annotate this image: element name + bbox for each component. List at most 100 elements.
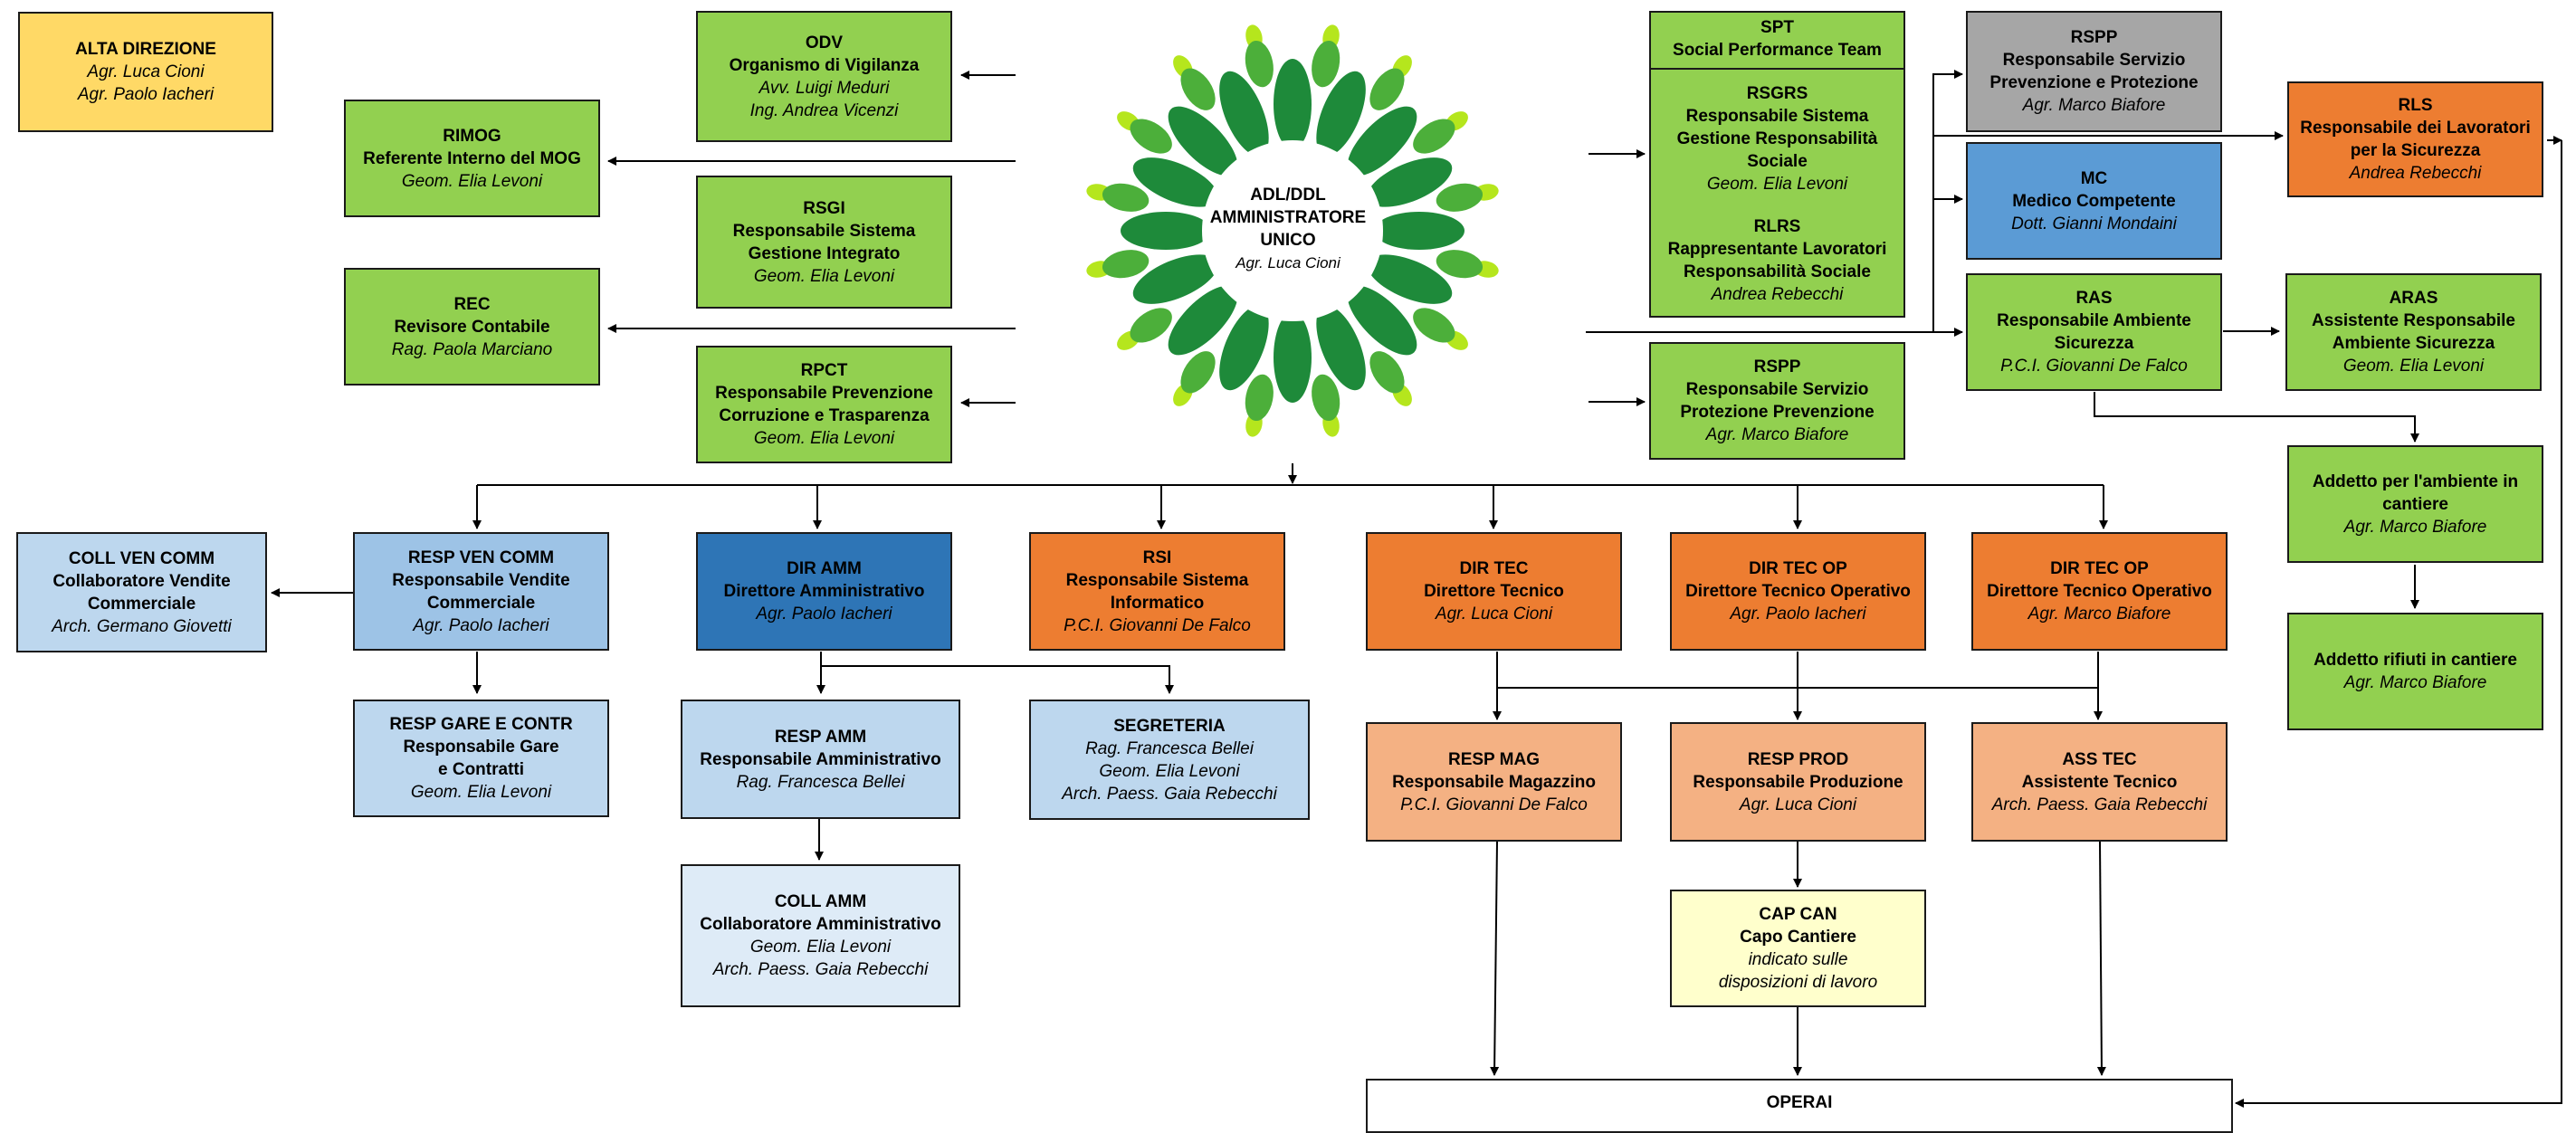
leaf-wreath-logo <box>1086 24 1499 437</box>
node-person: Agr. Paolo Iacheri <box>413 615 549 635</box>
node-subtitle: Prevenzione e Protezione <box>1989 73 2199 92</box>
node-person: Rag. Francesca Bellei <box>1085 738 1254 758</box>
node-title: SPT <box>1760 18 1794 37</box>
leaf-shape <box>1168 106 1238 176</box>
leaf-shape <box>1316 305 1366 391</box>
node-person: Agr. Luca Cioni <box>87 62 205 81</box>
node-title: Addetto rifiuti in cantiere <box>2314 651 2517 670</box>
node-title: RSPP <box>1753 357 1801 376</box>
node-person: Agr. Luca Cioni <box>1739 795 1857 814</box>
leaf-shape <box>1130 308 1172 343</box>
node-title: SEGRETERIA <box>1113 716 1226 736</box>
node-title: DIR TEC OP <box>2050 559 2149 578</box>
node-title: RESP MAG <box>1447 749 1540 769</box>
leaf-shape <box>1436 250 1484 279</box>
node-person: Agr. Luca Cioni <box>1236 254 1340 271</box>
node-person: Arch. Germano Giovetti <box>52 616 232 636</box>
node-title: MC <box>2080 168 2108 188</box>
node-title: RESP GARE E CONTR <box>389 715 573 734</box>
leaf-shape <box>1168 285 1238 356</box>
leaf-shape <box>1374 212 1465 250</box>
logo-center-disc <box>1202 140 1383 321</box>
leaf-shape <box>1274 312 1312 403</box>
leaf-shape <box>1367 157 1453 207</box>
node-person: Agr. Marco Biafore <box>2027 605 2171 624</box>
node-person: Geom. Elia Levoni <box>753 429 895 448</box>
node-title: OPERAI <box>1766 1093 1833 1112</box>
node-subtitle: Commerciale <box>426 593 536 613</box>
node-person: indicato sulle <box>1748 950 1848 969</box>
node-subtitle: Direttore Tecnico Operativo <box>1987 582 2212 601</box>
node-subtitle: AMMINISTRATORE <box>1209 208 1367 227</box>
arrow-ras-to-addetto-amb <box>2094 392 2419 443</box>
node-title: DIR TEC <box>1459 559 1529 578</box>
node-subtitle: Sociale <box>1747 152 1808 171</box>
arrow-rls-to-operai <box>2235 140 2562 1108</box>
node-subtitle: cantiere <box>2382 494 2448 514</box>
node-person: Agr. Marco Biafore <box>2022 96 2166 115</box>
node-person: Arch. Paess. Gaia Rebecchi <box>1062 784 1277 804</box>
node-title: RESP PROD <box>1747 749 1849 769</box>
node-subtitle: Responsabile Sistema <box>732 221 916 241</box>
node-subtitle: Commerciale <box>87 594 196 614</box>
node-person: Agr. Paolo Iacheri <box>1730 605 1866 624</box>
node-person: P.C.I. Giovanni De Falco <box>1400 795 1588 814</box>
node-person: P.C.I. Giovanni De Falco <box>2000 357 2188 376</box>
leaf-shape <box>1347 106 1417 176</box>
node-title: RLS <box>2398 96 2433 115</box>
node-subtitle: Responsabilità Sociale <box>1684 262 1871 281</box>
node-subtitle: Direttore Amministrativo <box>723 582 925 601</box>
node-subtitle: Informatico <box>1110 593 1205 613</box>
node-person: Dott. Gianni Mondaini <box>2011 214 2177 233</box>
node-person: Geom. Elia Levoni <box>410 783 552 802</box>
node-subtitle: Protezione Prevenzione <box>1680 403 1875 422</box>
node-subtitle: Corruzione e Trasparenza <box>719 406 930 425</box>
node-person: Agr. Marco Biafore <box>2343 517 2487 537</box>
node-subtitle: Capo Cantiere <box>1740 928 1856 947</box>
leaf-shape <box>1102 250 1150 279</box>
node-subtitle: Referente Interno del MOG <box>363 148 581 168</box>
node-title: CAP CAN <box>1759 905 1837 924</box>
node-subtitle: Gestione Integrato <box>748 243 901 263</box>
node-person: Agr. Paolo Iacheri <box>756 605 892 624</box>
node-title: RIMOG <box>443 126 501 146</box>
node-subtitle: Organismo di Vigilanza <box>729 55 920 75</box>
node-person: Agr. Luca Cioni <box>1435 605 1553 624</box>
node-subtitle: Revisore Contabile <box>394 317 550 337</box>
node-person: Arch. Paess. Gaia Rebecchi <box>712 960 929 979</box>
node-person: Geom. Elia Levoni <box>1706 175 1848 194</box>
node-subtitle: UNICO <box>1260 231 1316 250</box>
leaf-shape <box>1102 183 1150 212</box>
leaf-shape <box>1312 40 1340 88</box>
org-box-operai: OPERAI <box>1366 1079 2233 1133</box>
node-title: ADL/DDL <box>1250 186 1326 205</box>
line-vertical-safety <box>1932 70 1963 332</box>
node-subtitle: Responsabile Gare <box>403 738 559 757</box>
leaf-shape <box>1413 308 1455 343</box>
node-person: Geom. Elia Levoni <box>401 171 543 191</box>
node-subtitle: Responsabile Prevenzione <box>715 384 933 403</box>
node-subtitle: Medico Competente <box>2012 191 2176 211</box>
node-person: Agr. Paolo Iacheri <box>77 85 215 104</box>
node-subtitle: Responsabile dei Lavoratori <box>2300 119 2531 138</box>
node-title: RPCT <box>800 361 848 380</box>
node-title: RESP AMM <box>774 727 867 747</box>
node-subtitle: Direttore Tecnico <box>1424 582 1564 601</box>
node-person: Rag. Francesca Bellei <box>736 772 905 792</box>
node-title: ARAS <box>2389 289 2438 308</box>
